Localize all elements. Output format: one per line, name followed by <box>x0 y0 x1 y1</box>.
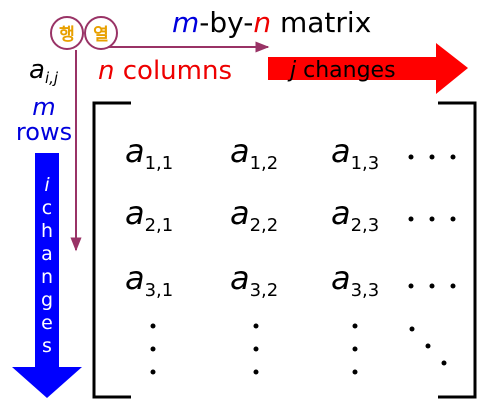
matrix-entry: a3,2 <box>230 259 278 301</box>
element-label-sub: i,j <box>45 69 59 87</box>
i-changes-letter: h <box>41 220 53 242</box>
matrix-entry: a2,1 <box>125 194 173 236</box>
i-changes-letter: c <box>42 197 52 219</box>
column-circle <box>84 16 118 50</box>
i-changes-letter: g <box>41 289 53 311</box>
title-n: n <box>253 6 271 39</box>
title-m: m <box>172 6 199 39</box>
column-circle-label: 열 <box>93 25 109 45</box>
i-changes-letter: n <box>41 266 53 288</box>
element-label: ai,j <box>29 55 59 87</box>
right-bracket <box>438 101 477 399</box>
columns-label-rest: columns <box>114 56 232 86</box>
left-bracket <box>92 101 131 399</box>
matrix-entry: a1,1 <box>125 132 173 174</box>
matrix-entry: a1,3 <box>331 132 379 174</box>
j-changes-label: j changes <box>287 58 396 83</box>
matrix-entry: a1,2 <box>230 132 278 174</box>
i-changes-label: i c h a n g e s <box>41 174 53 357</box>
i-changes-letter: i <box>44 174 50 196</box>
rows-label-m: m <box>32 93 55 121</box>
diagram-title: m-by-n matrix <box>172 6 371 39</box>
j-changes-rest: changes <box>296 58 395 83</box>
title-sep: -by- <box>199 6 253 39</box>
i-changes-arrow <box>12 153 82 398</box>
i-changes-letter: e <box>41 312 53 334</box>
row-circle <box>50 16 84 50</box>
vertical-ellipsis-dots <box>150 323 358 375</box>
j-changes-arrow <box>268 43 468 94</box>
i-changes-letter: s <box>42 335 52 357</box>
matrix-entry: a3,1 <box>125 259 173 301</box>
j-changes-var: j <box>287 58 297 83</box>
rows-label-word: rows <box>16 118 72 146</box>
title-rest: matrix <box>271 6 371 39</box>
columns-label: n columns <box>98 56 232 86</box>
row-circle-label: 행 <box>59 25 75 45</box>
matrix-entry: a3,3 <box>331 259 379 301</box>
diagonal-ellipsis-dots <box>409 326 447 366</box>
matrix-entry: a2,3 <box>331 194 379 236</box>
horizontal-ellipsis-dots <box>408 154 456 289</box>
matrix-entries: a1,1 a1,2 a1,3 a2,1 a2,2 a2,3 a3,1 a3,2 … <box>125 132 379 301</box>
i-changes-letter: a <box>41 243 53 265</box>
columns-label-n: n <box>98 56 114 86</box>
matrix-entry: a2,2 <box>230 194 278 236</box>
element-label-base: a <box>29 55 45 85</box>
